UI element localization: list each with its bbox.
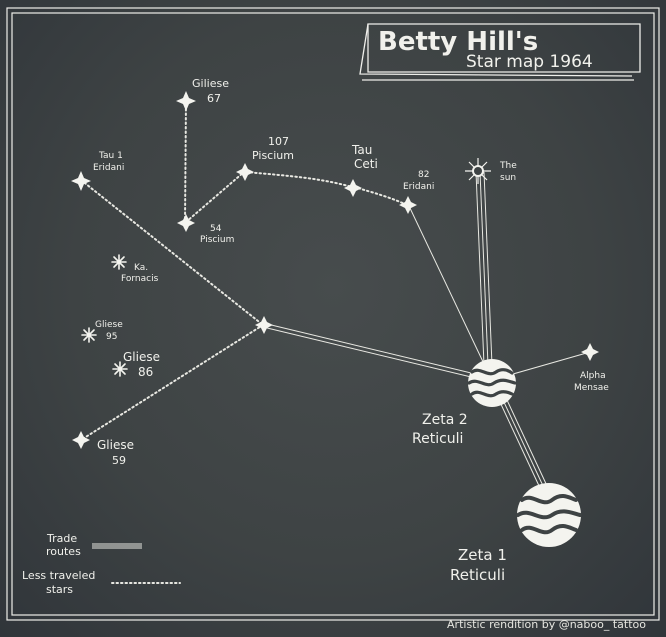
- star-node-center: [255, 316, 273, 334]
- label-gliese86-l1: Gliese: [123, 350, 160, 364]
- label-gliese67-l2: 67: [207, 92, 221, 105]
- label-piscium107-l1: 107: [268, 135, 289, 148]
- label-tauceti-l2: Ceti: [354, 157, 378, 171]
- star-labels: Giliese 67 Tau 1 Eridani 107 Piscium 54 …: [93, 77, 609, 584]
- star-piscium107: [236, 163, 254, 181]
- legend-less-l1: Less traveled: [22, 569, 95, 582]
- label-gliese95-l1: Gliese: [95, 320, 123, 330]
- title-banner: [359, 23, 641, 81]
- label-kafornacis-l1: Ka.: [134, 263, 148, 273]
- legend-less-l2: stars: [46, 583, 73, 596]
- label-eridani82-l1: 82: [418, 170, 429, 180]
- trade-routes: [262, 171, 591, 489]
- star-gliese59: [72, 431, 90, 449]
- label-piscium54-l2: Piscium: [200, 235, 234, 245]
- sparkle-gliese95: [81, 327, 97, 343]
- label-zeta1-l2: Reticuli: [450, 566, 505, 584]
- star-tauceti: [344, 179, 362, 197]
- label-gliese59-l2: 59: [112, 454, 126, 467]
- label-tau1eridani-l2: Eridani: [93, 163, 124, 173]
- legend-trade-swatch: [92, 543, 142, 549]
- star-tau1eridani: [71, 171, 91, 191]
- label-gliese95-l2: 95: [106, 332, 117, 342]
- star-eridani82: [399, 196, 417, 214]
- sparkle-gliese86: [112, 361, 128, 377]
- frame: [6, 7, 660, 621]
- label-zeta2-l2: Reticuli: [412, 431, 463, 447]
- legend-trade-l1: Trade: [46, 532, 77, 545]
- label-zeta2-l1: Zeta 2: [422, 412, 468, 428]
- label-kafornacis-l2: Fornacis: [121, 274, 159, 284]
- star-piscium54: [177, 214, 195, 232]
- legend: Trade routes Less traveled stars: [22, 532, 181, 596]
- sparkle-stars: [81, 254, 128, 377]
- label-gliese67-l1: Giliese: [192, 77, 229, 90]
- title-line2: Star map 1964: [466, 52, 593, 72]
- label-tau1eridani-l1: Tau 1: [98, 151, 123, 161]
- label-eridani82-l2: Eridani: [403, 182, 434, 192]
- label-piscium54-l1: 54: [210, 224, 222, 234]
- label-gliese86-l2: 86: [138, 365, 153, 379]
- star-gliese67: [176, 91, 196, 111]
- star-alphamensae: [581, 343, 599, 361]
- label-gliese59-l1: Gliese: [97, 438, 134, 452]
- planet-zeta1-icon: [516, 483, 582, 547]
- title-line1: Betty Hill's: [378, 27, 538, 57]
- label-alphamensae-l2: Mensae: [574, 383, 609, 393]
- star-markers: [71, 91, 599, 449]
- sun-icon: [465, 158, 491, 184]
- label-sun-l2: sun: [500, 173, 516, 183]
- planet-zeta2-icon: [467, 359, 517, 407]
- sparkle-kafornacis: [111, 254, 127, 270]
- label-piscium107-l2: Piscium: [252, 149, 294, 162]
- legend-trade-l2: routes: [46, 545, 81, 558]
- label-alphamensae-l1: Alpha: [580, 371, 606, 381]
- credit-text: Artistic rendition by @naboo_ tattoo: [447, 618, 646, 631]
- label-zeta1-l1: Zeta 1: [458, 546, 507, 564]
- label-sun-l1: The: [499, 161, 517, 171]
- label-tauceti-l1: Tau: [351, 143, 372, 157]
